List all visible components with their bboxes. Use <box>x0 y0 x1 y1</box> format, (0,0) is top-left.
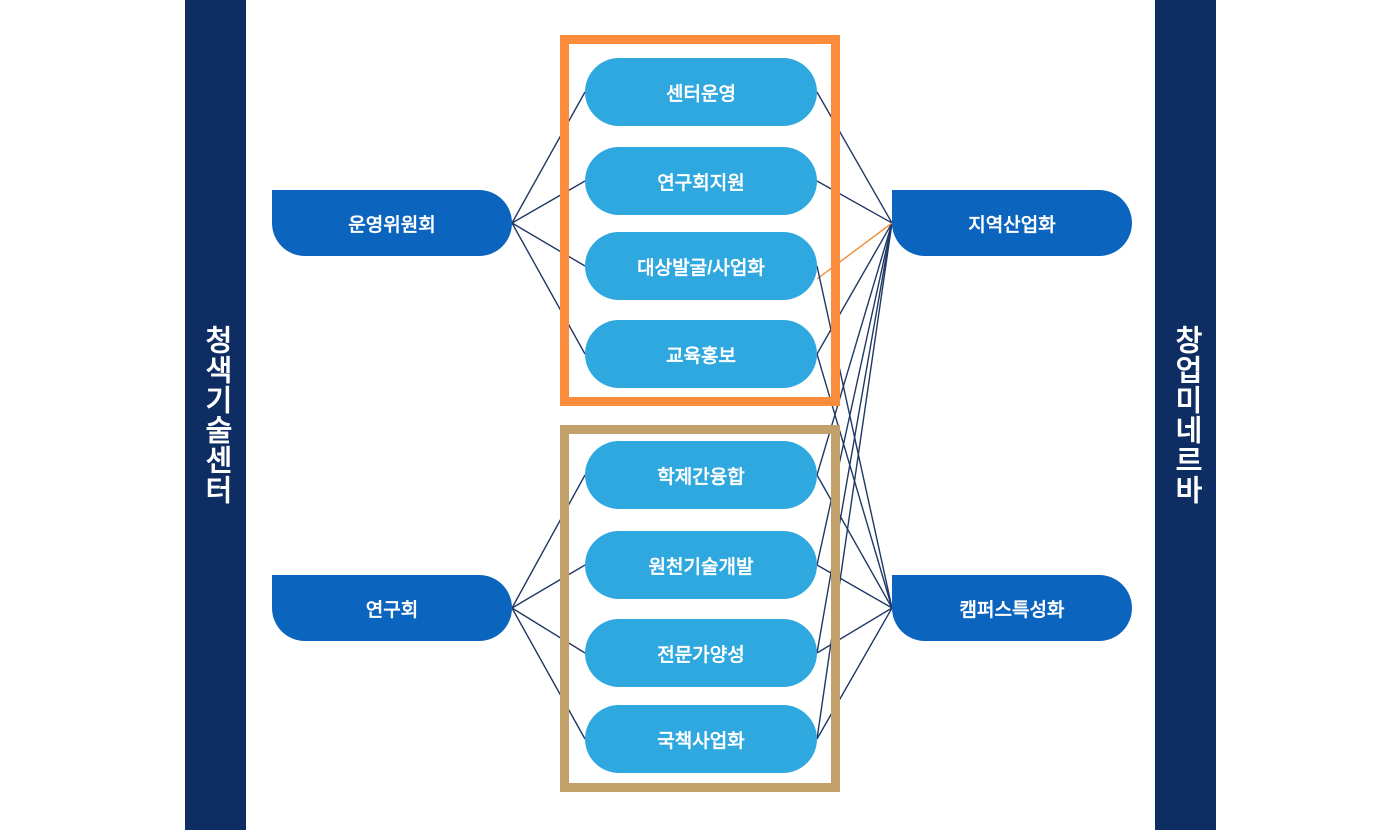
node-label: 연구회 <box>365 599 419 621</box>
node-society-support[interactable]: 연구회지원 <box>585 147 817 215</box>
node-label: 원천기술개발 <box>648 556 754 578</box>
left-side-banner: 청색기술센터 <box>185 0 246 830</box>
node-label: 지역산업화 <box>968 214 1056 236</box>
node-core-technology[interactable]: 원천기술개발 <box>585 531 817 599</box>
node-national-project[interactable]: 국책사업화 <box>585 705 817 773</box>
node-regional-industry[interactable]: 지역산업화 <box>892 190 1132 256</box>
node-label: 학제간융합 <box>657 466 745 488</box>
node-target-discovery[interactable]: 대상발굴/사업화 <box>585 232 817 300</box>
group-frame-operations <box>560 35 840 406</box>
node-label: 국책사업화 <box>657 730 745 752</box>
node-research-society[interactable]: 연구회 <box>272 575 512 641</box>
node-label: 연구회지원 <box>657 172 745 194</box>
node-label: 교육홍보 <box>666 345 736 367</box>
node-label: 캠퍼스특성화 <box>959 599 1065 621</box>
node-label: 센터운영 <box>666 83 736 105</box>
node-label: 운영위원회 <box>348 214 436 236</box>
group-frame-research <box>560 425 840 792</box>
left-side-banner-label: 청색기술센터 <box>200 325 232 505</box>
node-education-pr[interactable]: 교육홍보 <box>585 320 817 388</box>
node-operations-committee[interactable]: 운영위원회 <box>272 190 512 256</box>
right-side-banner: 창업미네르바 <box>1155 0 1216 830</box>
node-interdisciplinary[interactable]: 학제간융합 <box>585 441 817 509</box>
node-label: 전문가양성 <box>657 644 745 666</box>
node-center-operation[interactable]: 센터운영 <box>585 58 817 126</box>
node-campus-special[interactable]: 캠퍼스특성화 <box>892 575 1132 641</box>
right-side-banner-label: 창업미네르바 <box>1170 325 1202 505</box>
node-expert-training[interactable]: 전문가양성 <box>585 619 817 687</box>
node-label: 대상발굴/사업화 <box>637 257 765 279</box>
